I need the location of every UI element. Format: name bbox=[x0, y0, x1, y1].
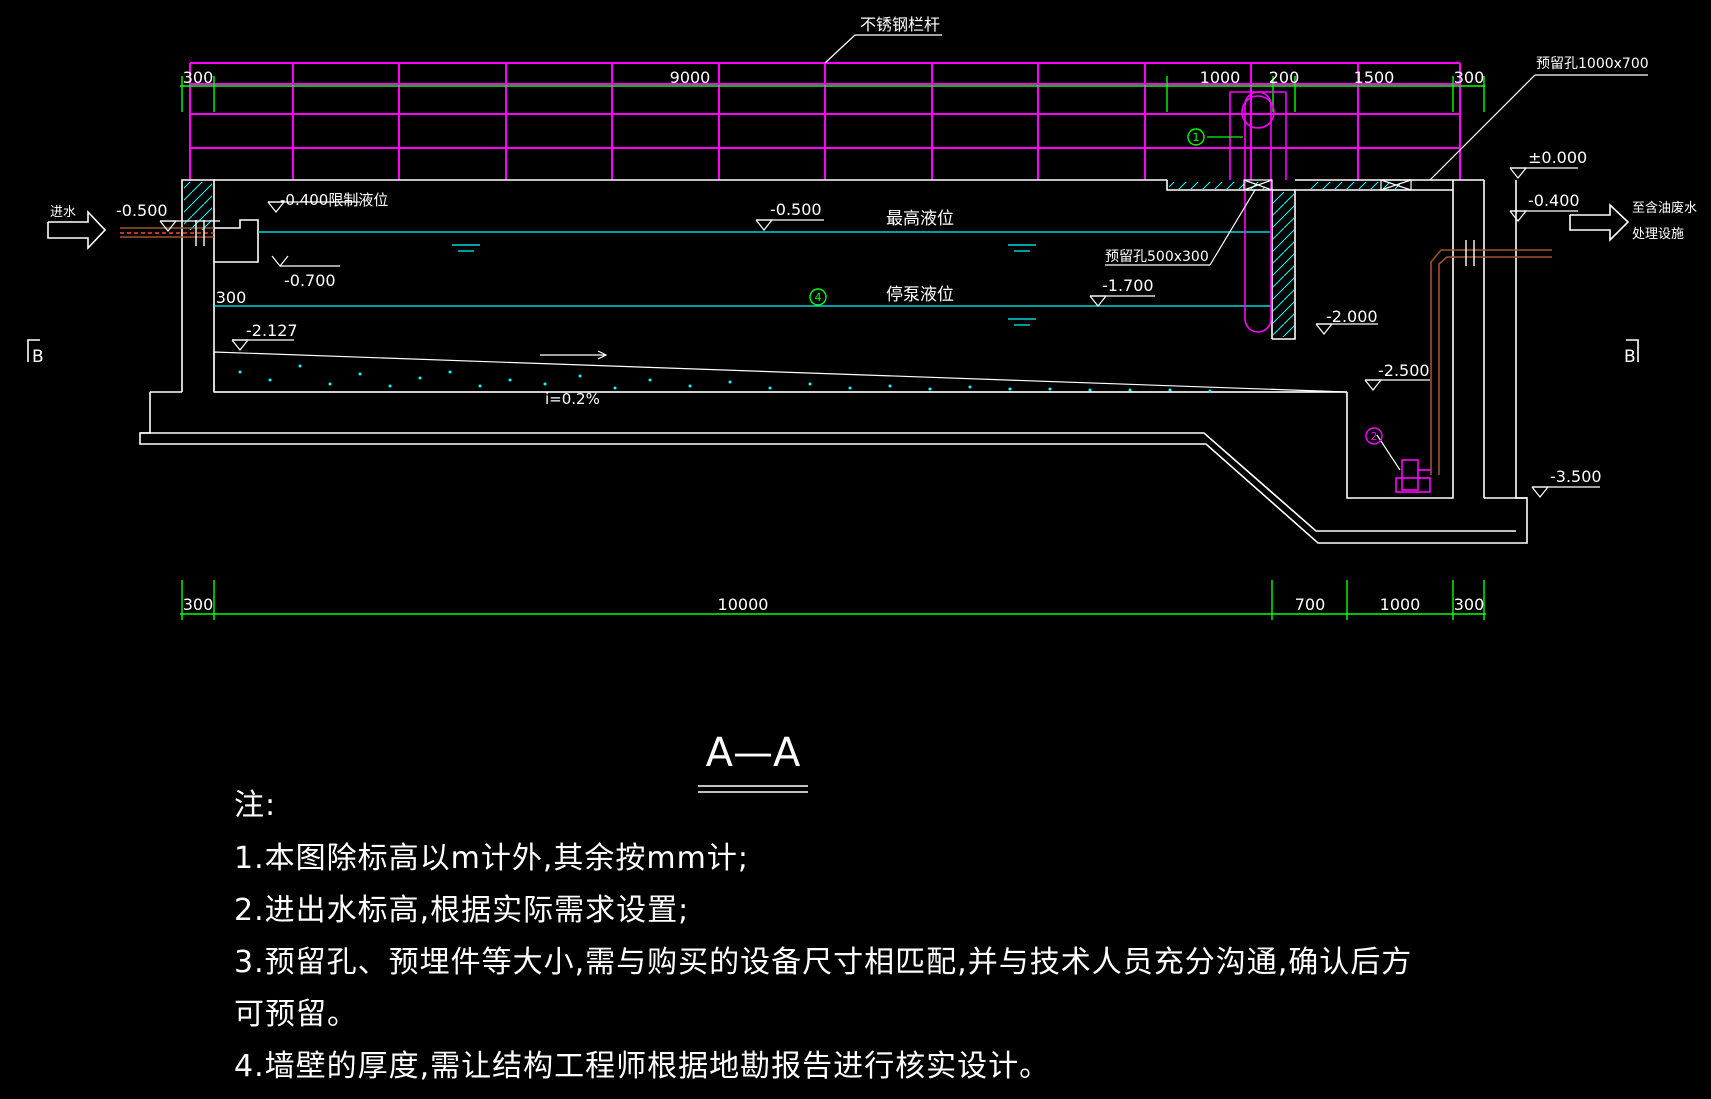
elev-maxlevel: -0.500 bbox=[770, 200, 822, 219]
outlet-pipe bbox=[1430, 249, 1552, 475]
inlet-label: 进水 bbox=[50, 205, 76, 220]
note-4: 4.墙壁的厚度,需让结构工程师根据地勘报告进行核实设计。 bbox=[234, 1049, 1051, 1084]
opening-small-label: 预留孔500x300 bbox=[1105, 249, 1209, 265]
section-mark-left: B bbox=[32, 347, 44, 367]
railing-leader bbox=[824, 34, 942, 64]
elev-inlet: -0.500 bbox=[116, 201, 168, 220]
callout-2: 2 bbox=[1371, 430, 1378, 443]
note-3b: 可预留。 bbox=[234, 997, 358, 1032]
dim-top-1: 300 bbox=[183, 68, 214, 87]
note-3a: 3.预留孔、预埋件等大小,需与购买的设备尺寸相匹配,并与技术人员充分沟通,确认后… bbox=[234, 945, 1413, 980]
note-2: 2.进出水标高,根据实际需求设置; bbox=[234, 893, 690, 928]
pipe-flanges bbox=[195, 220, 1475, 266]
dim-top-3: 1000 bbox=[1200, 68, 1241, 87]
elev-2000: -2.000 bbox=[1326, 307, 1378, 326]
dim-top-2: 9000 bbox=[670, 68, 711, 87]
elev-3500: -3.500 bbox=[1550, 467, 1602, 486]
elev-1700: -1.700 bbox=[1102, 276, 1154, 295]
dim-bottom-4: 1000 bbox=[1380, 595, 1421, 614]
dim-bottom-2: 10000 bbox=[718, 595, 769, 614]
opening-markers bbox=[1243, 179, 1412, 191]
section-mark-right: B bbox=[1624, 347, 1636, 367]
dim-bottom-5: 300 bbox=[1454, 595, 1485, 614]
railing-label: 不锈钢栏杆 bbox=[860, 15, 940, 34]
bottom-dimension-line bbox=[180, 580, 1486, 620]
flow-arrow bbox=[540, 350, 608, 360]
opening-large-label: 预留孔1000x700 bbox=[1536, 56, 1649, 72]
dim-top-6: 300 bbox=[1454, 68, 1485, 87]
elev-2500: -2.500 bbox=[1378, 361, 1430, 380]
tank-structure bbox=[139, 179, 1528, 544]
submersible-pump-icon bbox=[1395, 459, 1431, 493]
elev-outlet: -0.400 bbox=[1528, 191, 1580, 210]
slope-label: i=0.2% bbox=[545, 390, 600, 408]
inlet-pipe bbox=[120, 227, 214, 238]
elevation-markers bbox=[159, 167, 1600, 498]
elev-2127: -2.127 bbox=[246, 321, 298, 340]
section-title: A—A bbox=[705, 730, 801, 776]
dim-bottom-1: 300 bbox=[183, 595, 214, 614]
water-levels bbox=[214, 231, 1272, 326]
section-marks bbox=[27, 339, 1639, 362]
notes-heading: 注: bbox=[234, 788, 277, 823]
stainless-railing bbox=[189, 62, 1461, 180]
elev-000: ±0.000 bbox=[1528, 148, 1587, 167]
dim-bottom-3: 700 bbox=[1295, 595, 1326, 614]
callout-4: 4 bbox=[815, 291, 822, 304]
dim-top-5: 1500 bbox=[1354, 68, 1395, 87]
opening-leaders bbox=[1105, 74, 1648, 471]
section-title-underline bbox=[698, 785, 808, 793]
dim-top-4: 200 bbox=[1269, 68, 1300, 87]
outlet-label-1: 至含油废水 bbox=[1632, 200, 1697, 216]
outlet-label-2: 处理设施 bbox=[1632, 227, 1684, 242]
dim-inner: 300 bbox=[216, 288, 247, 307]
callout-1: 1 bbox=[1193, 131, 1200, 144]
callout-circles bbox=[809, 128, 1383, 445]
wall-hatching bbox=[184, 182, 1400, 337]
sediment-layer bbox=[213, 351, 1348, 393]
elev-0700: -0.700 bbox=[284, 271, 336, 290]
max-level-label: 最高液位 bbox=[886, 209, 954, 229]
note-1: 1.本图除标高以m计外,其余按mm计; bbox=[234, 841, 749, 876]
outlet-arrow-icon bbox=[1569, 203, 1630, 242]
inlet-arrow-icon bbox=[47, 209, 107, 251]
limit-level-label: -0.400限制液位 bbox=[280, 191, 388, 209]
skimmer-pipe bbox=[1229, 91, 1287, 333]
stop-level-label: 停泵液位 bbox=[886, 285, 954, 305]
